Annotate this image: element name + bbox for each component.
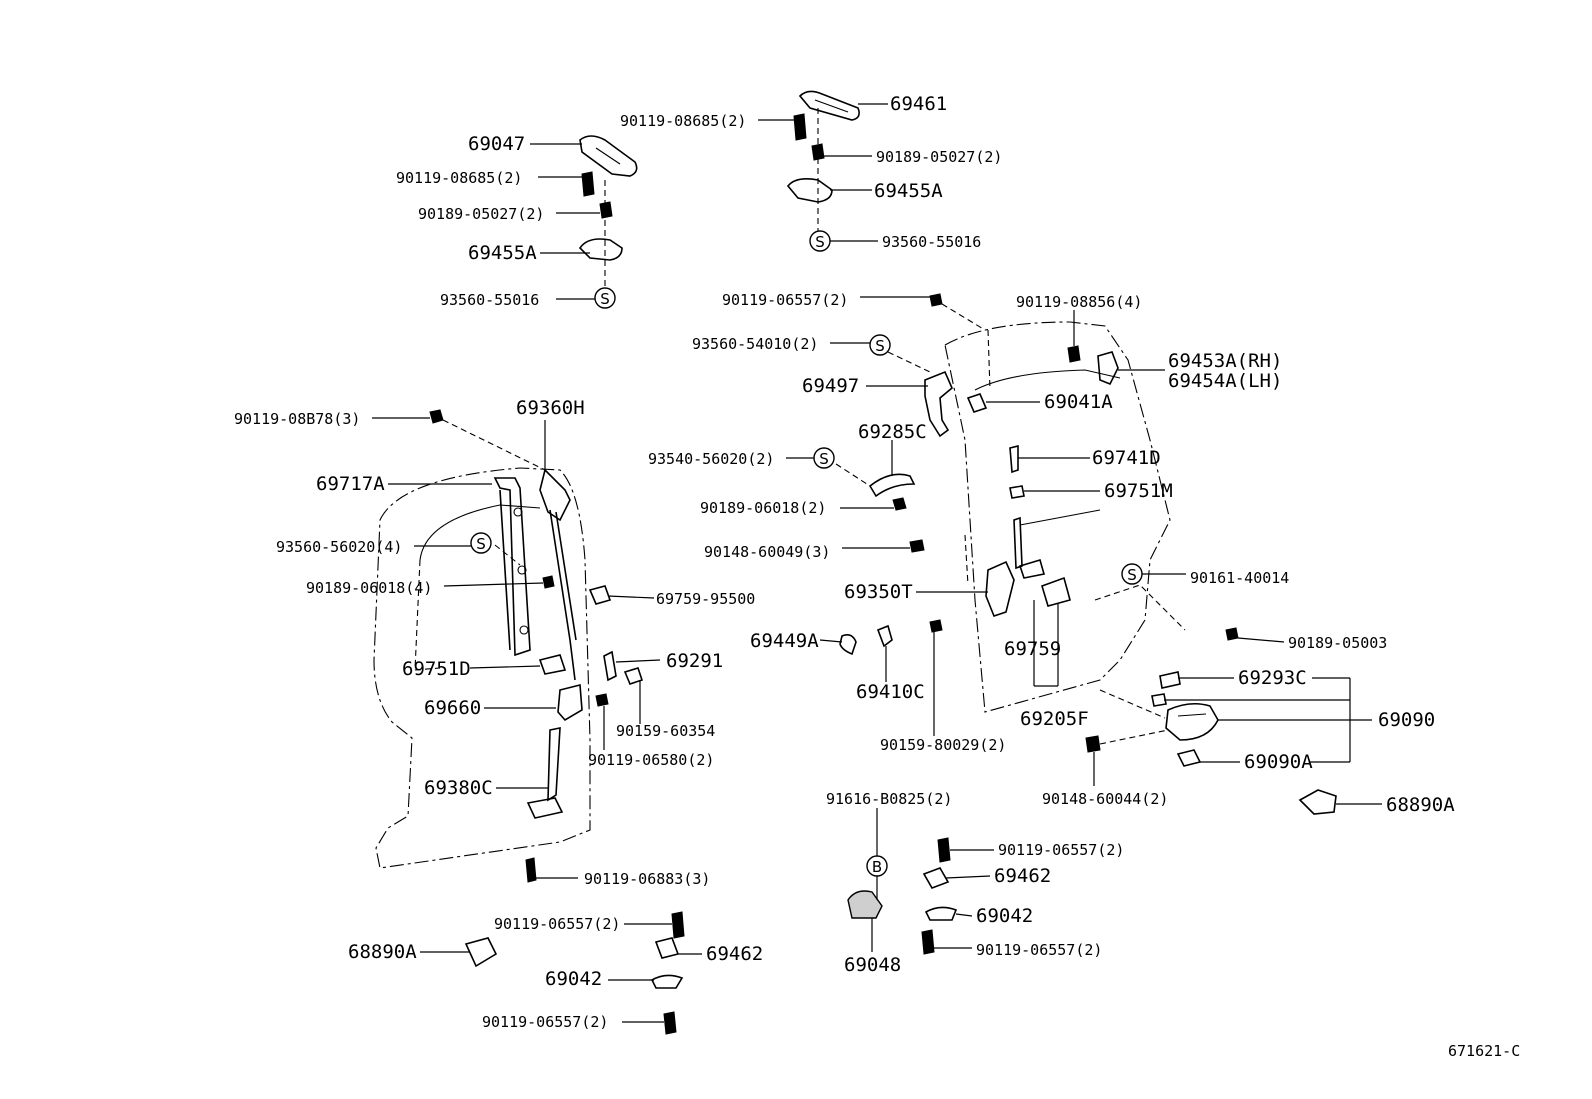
label-69759: 69759 bbox=[1004, 638, 1061, 660]
label-90148-60044: 90148-60044(2) bbox=[1042, 790, 1168, 808]
label-90148-60049: 90148-60049(3) bbox=[704, 543, 830, 561]
label-93560-55016: 93560-55016 bbox=[440, 291, 539, 309]
label-90119-06557: 90119-06557(2) bbox=[722, 291, 848, 309]
label-93540-56020: 93540-56020(2) bbox=[648, 450, 774, 468]
label-69090a: 69090A bbox=[1244, 751, 1313, 773]
label-69660: 69660 bbox=[424, 697, 481, 719]
marker-s-circle bbox=[594, 287, 616, 309]
marker-s-circle bbox=[869, 334, 891, 356]
label-90161-40014: 90161-40014 bbox=[1190, 569, 1289, 587]
label-69455a: 69455A bbox=[468, 242, 537, 264]
label-90189-06018: 90189-06018(4) bbox=[306, 579, 432, 597]
label-93560-55016: 93560-55016 bbox=[882, 233, 981, 251]
label-90119-06557: 90119-06557(2) bbox=[976, 941, 1102, 959]
label-93560-54010: 93560-54010(2) bbox=[692, 335, 818, 353]
label-69717a: 69717A bbox=[316, 473, 385, 495]
label-69042: 69042 bbox=[545, 968, 602, 990]
label-69350t: 69350T bbox=[844, 581, 913, 603]
circle-markers: S S S S S S B bbox=[470, 230, 1143, 877]
marker-s-text: S bbox=[875, 337, 885, 355]
marker-s-circle bbox=[470, 532, 492, 554]
marker-s-text: S bbox=[476, 535, 486, 553]
leader-lines bbox=[372, 103, 1382, 1023]
marker-s-text: S bbox=[819, 450, 829, 468]
clip-69759-95500 bbox=[588, 585, 612, 605]
part-labels: 69461 90119-08685(2) 90189-05027(2) 6945… bbox=[234, 93, 1520, 1060]
top-center-handle-group bbox=[786, 90, 860, 232]
label-69449a: 69449A bbox=[750, 630, 819, 652]
label-90189-05003: 90189-05003 bbox=[1288, 634, 1387, 652]
label-69741d: 69741D bbox=[1092, 447, 1161, 469]
label-69759-95500: 69759-95500 bbox=[656, 590, 755, 608]
label-68890a: 68890A bbox=[348, 941, 417, 963]
label-90189-06018: 90189-06018(2) bbox=[700, 499, 826, 517]
label-69041a: 69041A bbox=[1044, 391, 1113, 413]
label-69461: 69461 bbox=[890, 93, 947, 115]
left-fasteners bbox=[429, 409, 609, 883]
marker-s-text: S bbox=[815, 233, 825, 251]
label-69497: 69497 bbox=[802, 375, 859, 397]
label-69751d: 69751D bbox=[402, 658, 471, 680]
left-door-panel bbox=[373, 467, 591, 869]
label-90119-08b78: 90119-08B78(3) bbox=[234, 410, 360, 428]
top-left-handle-group bbox=[578, 135, 638, 290]
right-door-hardware bbox=[835, 293, 1239, 767]
label-90189-05027: 90189-05027(2) bbox=[418, 205, 544, 223]
label-90119-06557: 90119-06557(2) bbox=[998, 841, 1124, 859]
label-69048: 69048 bbox=[844, 954, 901, 976]
label-90119-08856: 90119-08856(4) bbox=[1016, 293, 1142, 311]
label-69360h: 69360H bbox=[516, 397, 585, 419]
label-69453a-rh: 69453A(RH) bbox=[1168, 350, 1282, 372]
label-69047: 69047 bbox=[468, 133, 525, 155]
label-90119-06557: 90119-06557(2) bbox=[494, 915, 620, 933]
diagram-code: 671621-C bbox=[1448, 1042, 1520, 1060]
right-door-panel bbox=[944, 321, 1186, 719]
label-69291: 69291 bbox=[666, 650, 723, 672]
label-69462: 69462 bbox=[994, 865, 1051, 887]
label-90119-06883: 90119-06883(3) bbox=[584, 870, 710, 888]
label-69090: 69090 bbox=[1378, 709, 1435, 731]
label-90189-05027: 90189-05027(2) bbox=[876, 148, 1002, 166]
label-90159-80029: 90159-80029(2) bbox=[880, 736, 1006, 754]
marker-s-text: S bbox=[1127, 566, 1137, 584]
label-68890a: 68890A bbox=[1386, 794, 1455, 816]
label-90119-08685: 90119-08685(2) bbox=[396, 169, 522, 187]
label-69285c: 69285C bbox=[858, 421, 927, 443]
marker-s-text: S bbox=[600, 290, 610, 308]
label-69293c: 69293C bbox=[1238, 667, 1307, 689]
label-90119-08685: 90119-08685(2) bbox=[620, 112, 746, 130]
label-69042: 69042 bbox=[976, 905, 1033, 927]
label-90119-06580: 90119-06580(2) bbox=[588, 751, 714, 769]
label-69454a-lh: 69454A(LH) bbox=[1168, 370, 1282, 392]
label-69205f: 69205F bbox=[1020, 708, 1089, 730]
marker-b-text: B bbox=[872, 858, 882, 876]
label-90119-06557: 90119-06557(2) bbox=[482, 1013, 608, 1031]
label-90159-60354: 90159-60354 bbox=[616, 722, 715, 740]
label-69410c: 69410C bbox=[856, 681, 925, 703]
label-69462: 69462 bbox=[706, 943, 763, 965]
label-69380c: 69380C bbox=[424, 777, 493, 799]
label-93560-56020: 93560-56020(4) bbox=[276, 538, 402, 556]
label-69455a: 69455A bbox=[874, 180, 943, 202]
label-69751m: 69751M bbox=[1104, 480, 1173, 502]
bottom-parts bbox=[464, 789, 1337, 1035]
label-91616-b0825: 91616-B0825(2) bbox=[826, 790, 952, 808]
left-door-channel bbox=[493, 468, 644, 819]
